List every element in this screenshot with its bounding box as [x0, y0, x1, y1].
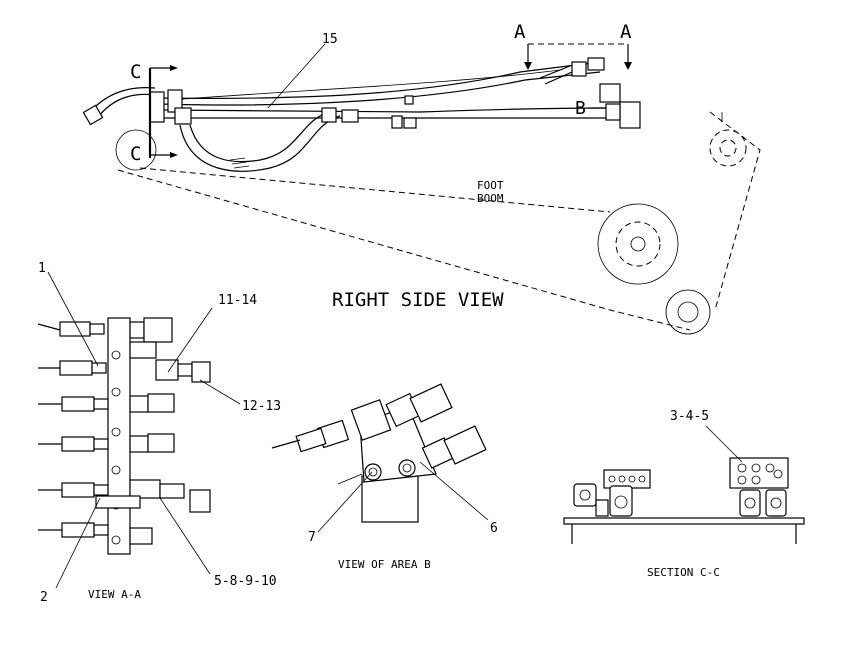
boom-lower-pin	[665, 289, 711, 335]
right-side-view: 15 A A B C C FOOT BOOM RIGHT SIDE VIEW	[82, 21, 761, 335]
leader-15	[267, 43, 326, 109]
area-b-lower-hose	[421, 425, 487, 469]
right-fittings	[95, 317, 211, 545]
view-area-b: 7 6 VIEW OF AREA B	[271, 383, 498, 571]
view-area-b-title: VIEW OF AREA B	[338, 558, 431, 571]
boom-outline	[115, 111, 761, 331]
part-7-label: 7	[308, 530, 316, 545]
section-a-right-label: A	[620, 21, 632, 43]
section-b-label: B	[575, 98, 586, 119]
view-a-a: 1 11-14 12-13 2 5-8-9-10 VIEW A-A	[37, 261, 281, 605]
part-6-label: 6	[490, 521, 498, 536]
area-b-left-hose	[271, 419, 350, 453]
part-12-13-label: 12-13	[242, 399, 281, 414]
area-b-base	[361, 475, 419, 523]
part-5-8-9-10-label: 5-8-9-10	[214, 574, 277, 589]
section-c-c-plate	[563, 517, 805, 525]
area-b-upper-hose	[385, 383, 453, 428]
section-c-c: 3-4-5 SECTION C-C	[563, 409, 805, 579]
part-1-label: 1	[38, 261, 46, 276]
section-c-c-left-block	[573, 469, 651, 517]
view-a-a-leaders	[47, 271, 241, 589]
section-c-c-right-block	[729, 457, 789, 517]
left-hoses	[37, 321, 109, 538]
section-a-marker	[524, 43, 632, 70]
part-2-label: 2	[40, 590, 48, 605]
manifold-block	[107, 317, 131, 555]
section-c-c-title: SECTION C-C	[647, 566, 720, 579]
hose-bundle	[82, 57, 641, 172]
section-a-left-label: A	[514, 21, 526, 43]
leader-3-4-5	[705, 425, 743, 463]
section-c-top-label: C	[130, 61, 141, 83]
part-3-4-5-label: 3-4-5	[670, 409, 709, 424]
foot-boom-label-line1: FOOT	[477, 179, 504, 192]
part-15-label: 15	[322, 32, 338, 47]
section-c-bottom-label: C	[130, 143, 141, 165]
foot-boom-label-line2: BOOM	[477, 192, 504, 205]
manifold-ports	[111, 350, 121, 545]
section-c-marker	[148, 65, 178, 158]
right-side-view-title: RIGHT SIDE VIEW	[332, 289, 504, 311]
view-a-a-title: VIEW A-A	[88, 588, 141, 601]
part-11-14-label: 11-14	[218, 293, 257, 308]
boom-foot-pin	[597, 203, 679, 285]
